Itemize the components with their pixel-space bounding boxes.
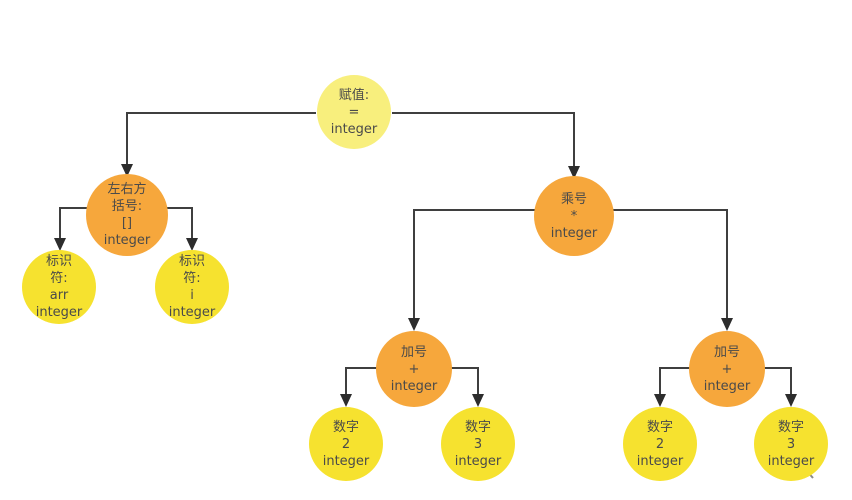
node-label-line: 2 <box>341 436 351 452</box>
edge-plusL-num3 <box>451 367 479 395</box>
node-multiply: 乘号 * integer <box>534 176 614 256</box>
edge-assign-multiply <box>392 112 575 167</box>
node-plus-left: 加号 + integer <box>376 331 452 407</box>
arrow-down-icon <box>472 394 484 407</box>
node-number-3-left: 数字 3 integer <box>441 407 515 481</box>
node-label-line: 标识 <box>45 254 72 269</box>
node-identifier-i: 标识 符: i integer <box>155 250 229 324</box>
edge-plusR-num2 <box>659 367 691 395</box>
node-brackets: 左右方 括号: [] integer <box>86 174 168 256</box>
node-label-line: 2 <box>655 436 665 452</box>
node-label-line: + <box>721 361 733 377</box>
node-label-line: integer <box>550 225 598 241</box>
node-label-line: 加号 <box>713 344 740 360</box>
edge-brackets-arr <box>59 207 89 239</box>
edge-multiply-plusR <box>612 209 728 319</box>
node-label-line: [] <box>121 216 133 231</box>
node-label-line: i <box>190 288 194 303</box>
arrow-down-icon <box>340 394 352 407</box>
node-label-line: 数字 <box>464 419 491 435</box>
node-label-line: integer <box>703 378 751 394</box>
edge-brackets-i <box>165 207 193 239</box>
node-plus-right: 加号 + integer <box>689 331 765 407</box>
node-label-line: integer <box>390 378 438 394</box>
node-label-line: integer <box>330 121 378 137</box>
node-identifier-arr: 标识 符: arr integer <box>22 250 96 324</box>
node-label-line: 数字 <box>332 419 359 435</box>
edge-multiply-plusL <box>413 209 536 319</box>
arrow-down-icon <box>654 394 666 407</box>
edge-plusL-num2 <box>345 367 379 395</box>
node-label-line: 符: <box>50 271 68 286</box>
node-label-line: 标识 <box>178 254 205 269</box>
node-label-line: 括号: <box>111 199 143 214</box>
node-label-line: 赋值: <box>338 87 370 103</box>
node-label-line: integer <box>103 233 151 248</box>
node-number-3-right: 数字 3 integer <box>754 407 828 481</box>
node-label-line: integer <box>636 453 684 469</box>
arrow-down-icon <box>785 394 797 407</box>
node-label-line: 3 <box>473 436 483 452</box>
node-label-line: = <box>348 104 360 120</box>
node-label-line: 加号 <box>400 344 427 360</box>
node-label-line: integer <box>767 453 815 469</box>
node-label-line: integer <box>322 453 370 469</box>
node-label-line: 数字 <box>777 419 804 435</box>
node-label-line: 乘号 <box>560 191 587 207</box>
node-label-line: 左右方 <box>107 182 147 197</box>
arrow-down-icon <box>721 318 733 331</box>
node-assign: 赋值: = integer <box>317 75 391 149</box>
node-label-line: 符: <box>183 271 201 286</box>
node-number-2-left: 数字 2 integer <box>309 407 383 481</box>
node-number-2-right: 数字 2 integer <box>623 407 697 481</box>
node-label-line: * <box>570 208 578 224</box>
node-label-line: integer <box>35 305 83 320</box>
node-label-line: integer <box>168 305 216 320</box>
node-label-line: integer <box>454 453 502 469</box>
node-label-line: 3 <box>786 436 796 452</box>
node-label-line: 数字 <box>646 419 673 435</box>
edge-assign-brackets <box>126 112 316 165</box>
edge-plusR-num3 <box>763 367 792 395</box>
arrow-down-icon <box>408 318 420 331</box>
node-label-line: + <box>408 361 420 377</box>
node-label-line: arr <box>49 288 69 303</box>
